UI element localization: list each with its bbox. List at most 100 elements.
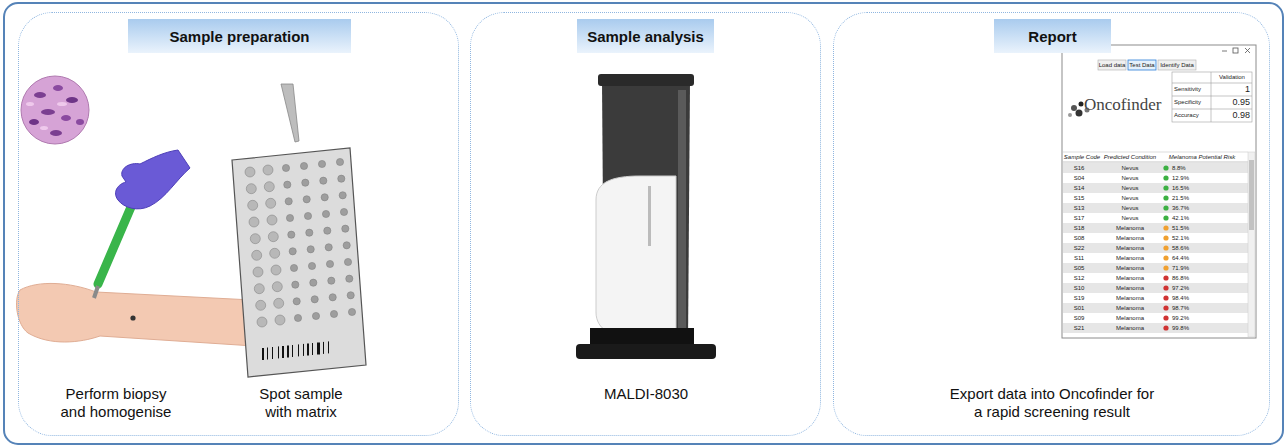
barcode-bar xyxy=(292,345,293,357)
barcode-bar xyxy=(278,346,279,358)
header-box: Sample analysis xyxy=(577,19,714,53)
button-label: Load data xyxy=(1098,60,1126,70)
metric-value: 1 xyxy=(1212,83,1250,96)
sample-spot xyxy=(294,314,301,321)
risk-dot xyxy=(1163,265,1168,270)
risk-dot xyxy=(1163,255,1168,260)
sample-spot xyxy=(311,296,318,303)
sample-spot xyxy=(249,217,259,227)
step-caption: MALDI-8030 xyxy=(566,385,726,403)
risk-value: 99.8% xyxy=(1172,323,1212,333)
sample-spot xyxy=(266,198,276,208)
grid-line xyxy=(1172,83,1252,84)
barcode-bar xyxy=(307,344,309,356)
sample-spot xyxy=(290,264,297,271)
sample-spot xyxy=(293,298,300,305)
sample-spot xyxy=(329,294,336,301)
sample-spot xyxy=(324,227,331,234)
risk-value: 98.7% xyxy=(1172,303,1212,313)
mole xyxy=(130,315,135,320)
sample-code: S21 xyxy=(1064,323,1094,333)
risk-value: 99.2% xyxy=(1172,313,1212,323)
risk-dot xyxy=(1163,175,1168,180)
sample-spot xyxy=(343,242,350,249)
table-row xyxy=(1063,223,1248,233)
barcode-bar xyxy=(262,348,264,360)
sample-spot xyxy=(288,231,295,238)
metrics-table xyxy=(1172,72,1252,122)
sample-spot xyxy=(338,175,345,182)
button xyxy=(1098,60,1126,70)
app-window xyxy=(1062,45,1256,338)
predicted-condition: Nevus xyxy=(1100,203,1160,213)
app-screenshot: OncofinderLoad dataTest DataIdentify Dat… xyxy=(1062,45,1256,338)
step-caption: Perform biopsy and homogenise xyxy=(57,385,175,421)
risk-dot xyxy=(1163,285,1168,290)
sample-spot xyxy=(248,200,258,210)
sample-spot xyxy=(286,214,293,221)
sample-spot xyxy=(272,282,282,292)
table-row xyxy=(1063,303,1248,313)
risk-value: 98.4% xyxy=(1172,293,1212,303)
instrument-slot xyxy=(648,186,651,246)
sample-spot xyxy=(339,192,346,199)
predicted-condition: Nevus xyxy=(1100,163,1160,173)
predicted-condition: Melanoma xyxy=(1100,313,1160,323)
barcode-bar xyxy=(312,343,313,355)
metric-value: 0.95 xyxy=(1212,96,1250,109)
step-title: Sample preparation xyxy=(169,28,309,45)
step-caption: Spot sample with matrix xyxy=(251,385,351,421)
sample-spot xyxy=(302,179,309,186)
micrograph xyxy=(20,75,90,145)
sample-spot xyxy=(270,248,280,258)
sample-spot xyxy=(282,164,289,171)
step-title: Report xyxy=(1028,28,1076,45)
barcode-bar xyxy=(298,344,299,356)
sample-spot xyxy=(307,246,314,253)
barcode-bar xyxy=(272,347,273,359)
predicted-condition: Nevus xyxy=(1100,193,1160,203)
risk-value: 42.1% xyxy=(1172,213,1212,223)
pipette-tip xyxy=(281,84,299,142)
column-header: Melanoma Potential Risk xyxy=(1160,152,1244,162)
sample-code: S12 xyxy=(1064,273,1094,283)
risk-value: 71.9% xyxy=(1172,263,1212,273)
sample-spot xyxy=(268,232,278,242)
sample-spot xyxy=(308,262,315,269)
step-caption: Export data into Oncofinder for a rapid … xyxy=(945,385,1159,421)
sample-code: S10 xyxy=(1064,283,1094,293)
sample-spot xyxy=(347,292,354,299)
risk-dot xyxy=(1163,275,1168,280)
sample-spot xyxy=(325,244,332,251)
sample-spot xyxy=(346,275,353,282)
table-row xyxy=(1063,263,1248,273)
sample-code: S15 xyxy=(1064,193,1094,203)
risk-value: 86.8% xyxy=(1172,273,1212,283)
predicted-condition: Melanoma xyxy=(1100,243,1160,253)
close-icon xyxy=(1245,48,1250,53)
metric-name: Specificity xyxy=(1174,96,1211,109)
sample-code: S16 xyxy=(1064,163,1094,173)
outer-frame xyxy=(4,3,1283,444)
minimise-icon xyxy=(1222,51,1227,52)
barcode-bar xyxy=(317,343,320,355)
app-logo: Oncofinder xyxy=(1084,93,1170,117)
button xyxy=(1158,60,1196,70)
sample-spot xyxy=(257,317,267,327)
step-panel: Export data into Oncofinder for a rapid … xyxy=(833,12,1270,436)
sample-spot xyxy=(326,260,333,267)
predicted-condition: Melanoma xyxy=(1100,293,1160,303)
close-icon xyxy=(1245,48,1250,53)
sample-spot xyxy=(253,267,263,277)
step-title: Sample analysis xyxy=(587,28,704,45)
column-header: Predicted Condition xyxy=(1100,152,1160,162)
risk-dot xyxy=(1163,225,1168,230)
sample-spot xyxy=(330,310,337,317)
sample-spot xyxy=(263,165,273,175)
punch-tip xyxy=(94,286,98,298)
sample-spot xyxy=(340,208,347,215)
sample-spot xyxy=(254,284,264,294)
sample-code: S01 xyxy=(1064,303,1094,313)
sample-spot xyxy=(306,229,313,236)
